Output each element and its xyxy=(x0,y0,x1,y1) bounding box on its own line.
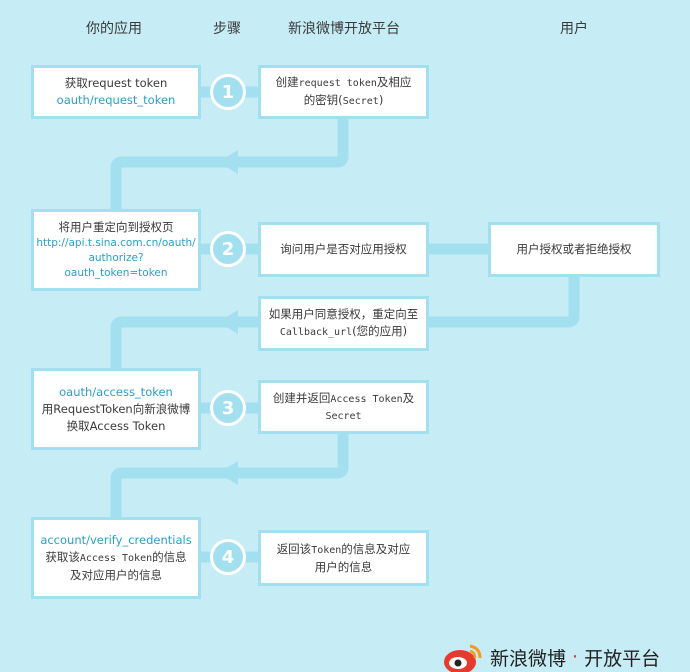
callback-post: (您的应用) xyxy=(352,324,408,338)
platform-r3-secret: Secret xyxy=(325,410,362,422)
verify-line2-post: 的信息 xyxy=(152,550,187,564)
user-down-path xyxy=(427,275,580,328)
logo-text-platform: 开放平台 xyxy=(584,647,661,670)
platform-r4-mono: Token xyxy=(311,544,342,556)
step-badge-4: 4 xyxy=(210,539,246,575)
header-step: 步骤 xyxy=(213,21,241,37)
app-box-request-token: 获取request token oauth/request_token xyxy=(31,65,201,119)
platform-box-return-token-info: 返回该Token的信息及对应 用户的信息 xyxy=(258,530,429,586)
platform-r1-post: 及相应 xyxy=(376,75,412,89)
authorize-url-line2: authorize?oauth_token=token xyxy=(64,252,168,279)
return-path-3 xyxy=(236,432,349,479)
header-your-app: 你的应用 xyxy=(86,21,142,37)
sina-weibo-logo: 新浪微博 · 开放平台 xyxy=(440,642,660,672)
platform-r4-pre: 返回该 xyxy=(276,541,312,556)
arrow-head-1 xyxy=(218,150,238,174)
platform-r1-l2-mono: Secret xyxy=(342,96,379,107)
platform-box-create-request-token: 创建request token及相应 的密钥(Secret) xyxy=(258,65,429,119)
app-box-access-token: oauth/access_token 用RequestToken向新浪微博 换取… xyxy=(31,368,201,450)
callback-url-mono: Callback_url xyxy=(279,327,353,338)
platform-r1-l2-post: ) xyxy=(378,93,384,107)
authorize-url-line1: http://api.t.sina.com.cn/oauth/ xyxy=(36,237,196,249)
header-user: 用户 xyxy=(560,21,588,37)
platform-ask-user-label: 询问用户是否对应用授权 xyxy=(280,242,407,256)
platform-r1-l2-pre: 的密钥( xyxy=(303,93,343,107)
return-path-1 xyxy=(236,118,349,168)
app-box-redirect-authorize: 将用户重定向到授权页 http://api.t.sina.com.cn/oaut… xyxy=(31,209,201,291)
step-badge-3: 3 xyxy=(210,390,246,426)
app-box-verify-credentials: account/verify_credentials 获取该Access Tok… xyxy=(31,517,201,599)
request-token-endpoint: oauth/request_token xyxy=(56,93,176,107)
verify-line3: 及对应用户的信息 xyxy=(70,568,162,582)
app-box-redirect-label: 将用户重定向到授权页 xyxy=(58,220,174,234)
app-box-request-token-label: 获取request token xyxy=(64,76,168,90)
down-path-3 xyxy=(110,467,236,520)
verify-line2-pre: 获取该 xyxy=(45,550,80,564)
user-box-authorize: 用户授权或者拒绝授权 xyxy=(488,222,660,277)
verify-credentials-endpoint: account/verify_credentials xyxy=(40,533,192,547)
access-token-line3: 换取Access Token xyxy=(66,418,166,433)
platform-box-callback: 如果用户同意授权，重定向至 Callback_url(您的应用) xyxy=(258,296,429,351)
platform-box-ask-user: 询问用户是否对应用授权 xyxy=(258,222,429,277)
platform-r3-mono: Access Token xyxy=(330,393,403,405)
platform-r3-pre: 创建并返回 xyxy=(272,390,331,405)
logo-text: 新浪微博 xyxy=(490,647,567,670)
step-badge-1: 1 xyxy=(210,74,246,110)
callback-line1: 如果用户同意授权，重定向至 xyxy=(268,307,419,321)
down-path-2 xyxy=(110,316,236,371)
logo-separator: · xyxy=(572,646,579,668)
arrow-head-3 xyxy=(218,461,238,485)
down-path-1 xyxy=(110,156,236,212)
user-authorize-label: 用户授权或者拒绝授权 xyxy=(516,242,632,256)
verify-line2-mono: Access Token xyxy=(79,553,153,564)
platform-r3-post: 及 xyxy=(402,390,415,405)
platform-r4-line2: 用户的信息 xyxy=(314,559,373,574)
platform-r1-pre: 创建 xyxy=(275,75,299,89)
access-token-line2: 用RequestToken向新浪微博 xyxy=(41,401,191,416)
platform-r4-post: 的信息及对应 xyxy=(341,541,411,556)
step-badge-2: 2 xyxy=(210,231,246,267)
header-platform: 新浪微博开放平台 xyxy=(288,21,400,37)
access-token-endpoint: oauth/access_token xyxy=(59,384,173,399)
weibo-eye-icon xyxy=(444,644,482,672)
platform-box-create-access-token: 创建并返回Access Token及 Secret xyxy=(258,380,429,434)
platform-r1-mono: request token xyxy=(298,78,377,89)
arrow-head-2 xyxy=(218,310,238,334)
